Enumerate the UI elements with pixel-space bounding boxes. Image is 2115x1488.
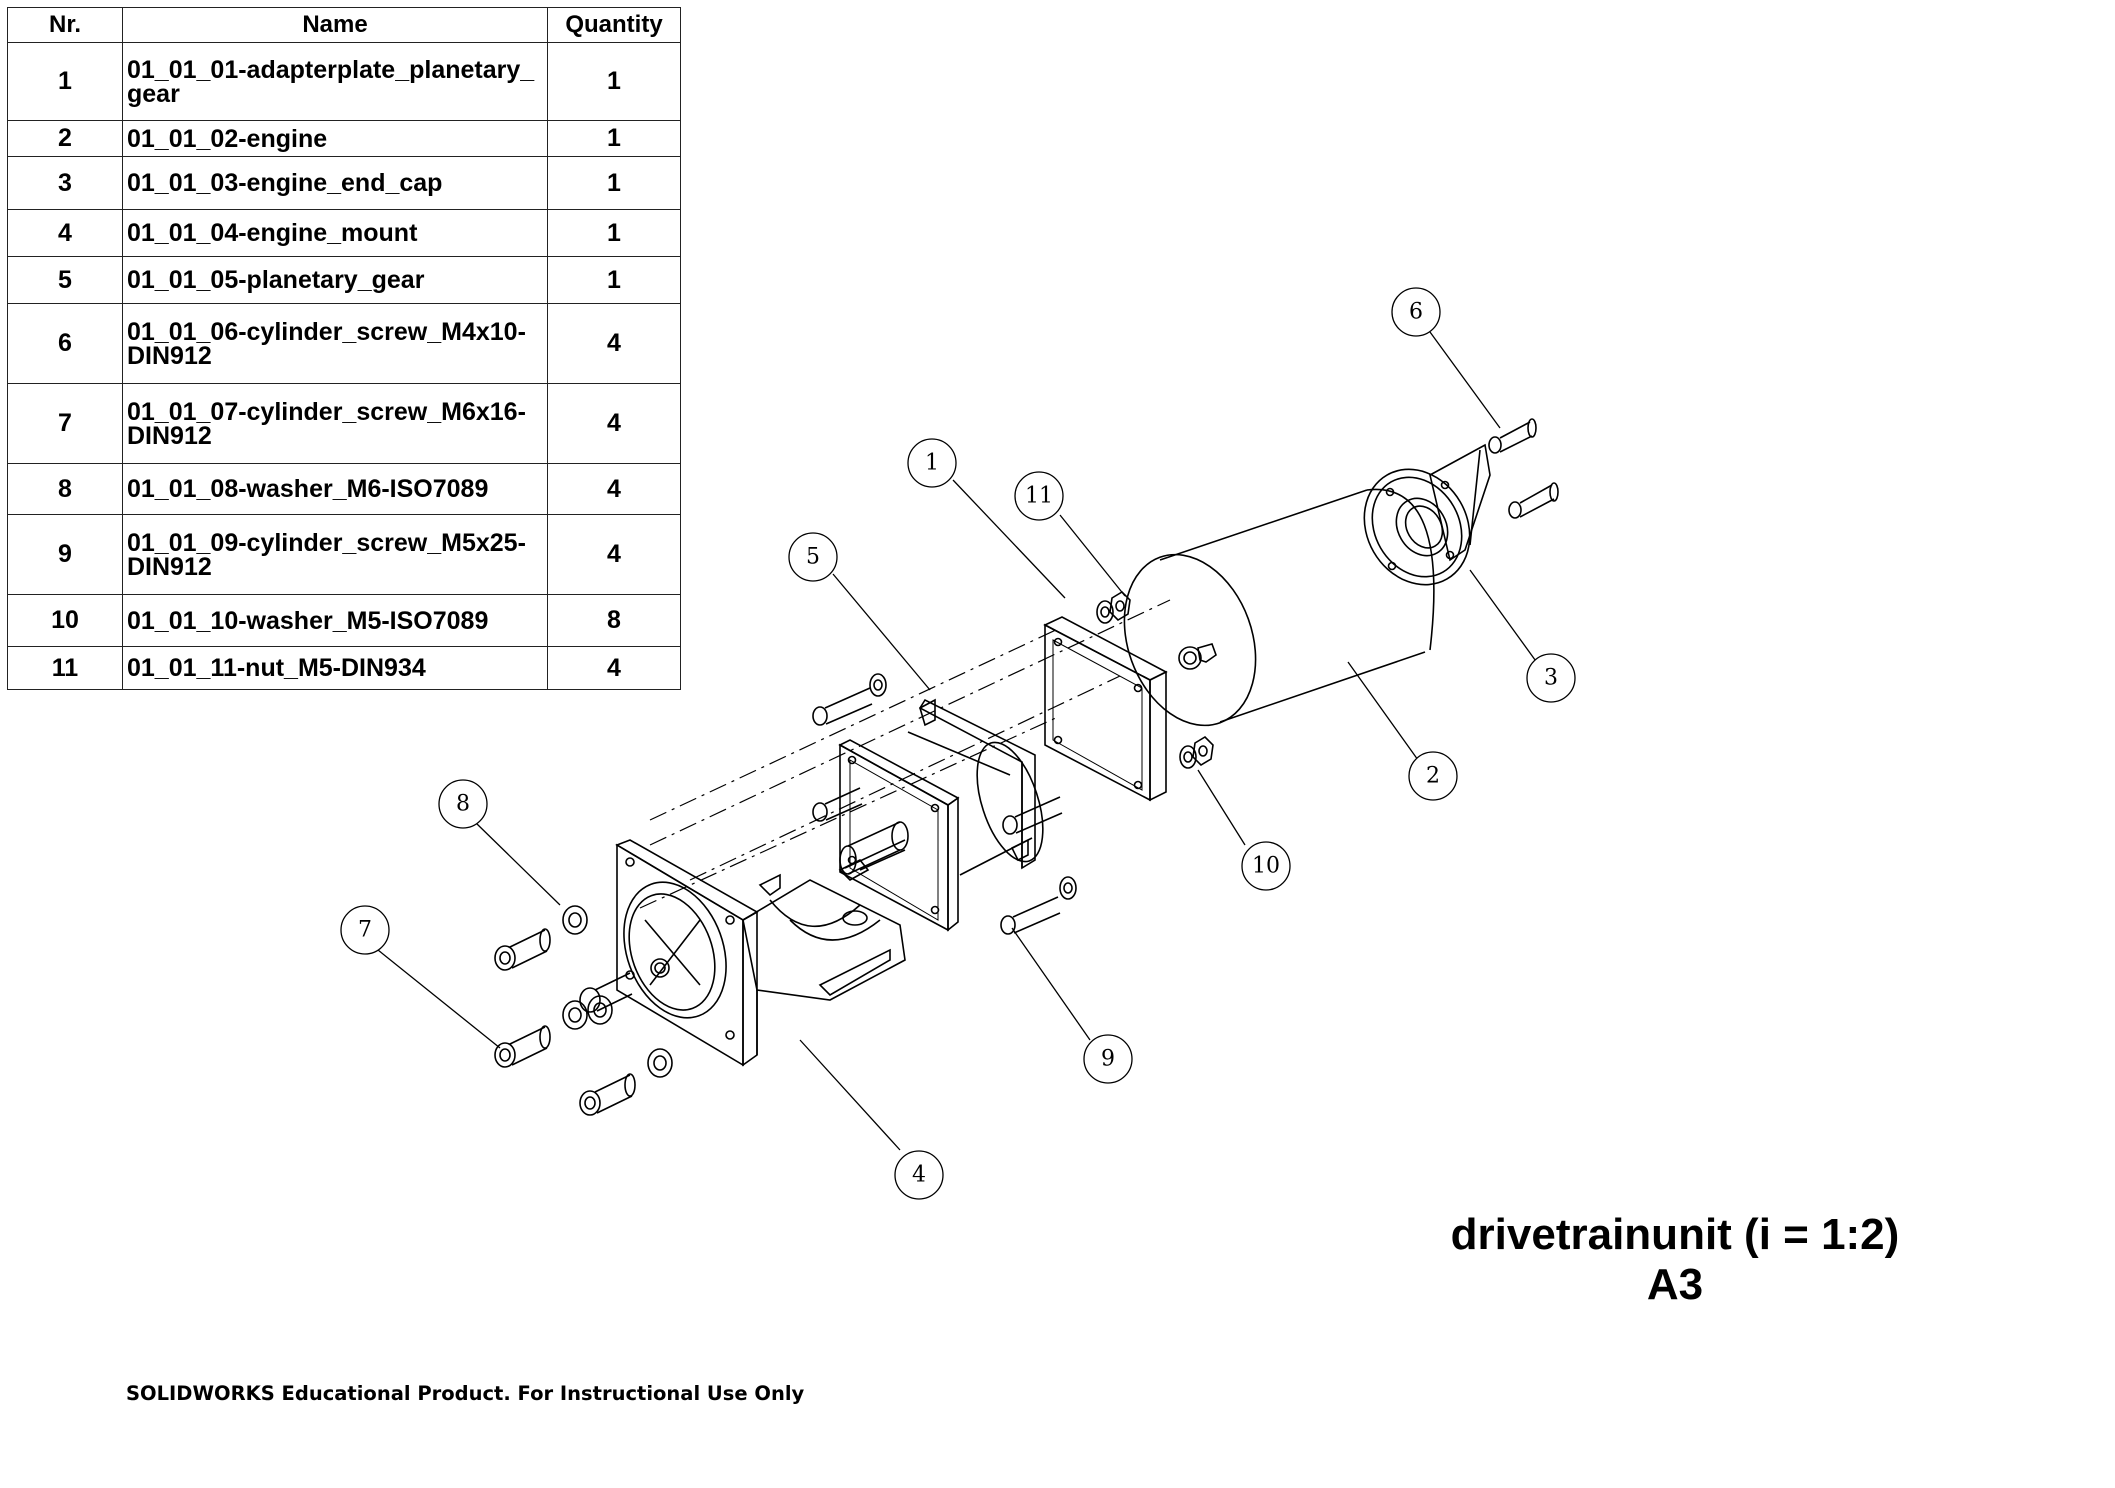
- bom-row: 7 01_01_07-cylinder_screw_M6x16-DIN912 4: [7, 383, 681, 464]
- cylinder-screw-m6-part: [494, 928, 636, 1116]
- bom-row: 10 01_01_10-washer_M5-ISO7089 8: [7, 594, 681, 647]
- adapterplate-part: [1043, 616, 1168, 802]
- bom-cell-quantity: 4: [547, 383, 681, 464]
- bom-cell-name: 01_01_09-cylinder_screw_M5x25-DIN912: [122, 514, 548, 595]
- washer-m5-part: [869, 600, 1197, 900]
- bom-cell-nr: 7: [7, 383, 123, 464]
- drawing-title: drivetrainunit (i = 1:2): [1450, 1210, 1900, 1259]
- drawing-title-block: drivetrainunit (i = 1:2) A3: [1380, 1210, 1970, 1310]
- bom-cell-quantity: 8: [547, 594, 681, 647]
- bom-row: 1 01_01_01-adapterplate_planetary_gear 1: [7, 42, 681, 121]
- bom-cell-name: 01_01_06-cylinder_screw_M4x10-DIN912: [122, 303, 548, 384]
- bom-cell-nr: 1: [7, 42, 123, 121]
- bom-row: 11 01_01_11-nut_M5-DIN934 4: [7, 646, 681, 690]
- balloon-1: 1: [925, 451, 939, 476]
- bom-header-row: Nr. Name Quantity: [7, 7, 681, 43]
- bom-cell-nr: 4: [7, 209, 123, 257]
- bom-row: 9 01_01_09-cylinder_screw_M5x25-DIN912 4: [7, 514, 681, 595]
- item-balloons: [340, 287, 1576, 1200]
- balloon-2: 2: [1426, 764, 1440, 789]
- bom-cell-quantity: 1: [547, 42, 681, 121]
- bom-cell-name: 01_01_05-planetary_gear: [122, 256, 548, 304]
- bom-row: 2 01_01_02-engine 1: [7, 120, 681, 157]
- bom-row: 3 01_01_03-engine_end_cap 1: [7, 156, 681, 210]
- balloon-3: 3: [1544, 666, 1558, 691]
- bom-cell-quantity: 1: [547, 256, 681, 304]
- bom-cell-nr: 2: [7, 120, 123, 157]
- bom-cell-name: 01_01_11-nut_M5-DIN934: [122, 646, 548, 690]
- bom-cell-nr: 6: [7, 303, 123, 384]
- balloon-8: 8: [456, 792, 470, 817]
- bom-cell-quantity: 4: [547, 303, 681, 384]
- fasteners: [494, 418, 1559, 1116]
- bom-cell-quantity: 1: [547, 156, 681, 210]
- bom-cell-quantity: 4: [547, 463, 681, 515]
- balloon-4: 4: [912, 1163, 926, 1188]
- washer-m6-part: [562, 905, 673, 1078]
- bom-cell-name: 01_01_04-engine_mount: [122, 209, 548, 257]
- bom-cell-name: 01_01_07-cylinder_screw_M6x16-DIN912: [122, 383, 548, 464]
- bom-header-name: Name: [122, 7, 548, 43]
- balloon-11: 11: [1025, 484, 1053, 509]
- balloon-10: 10: [1252, 854, 1280, 879]
- educational-watermark-text: SOLIDWORKS Educational Product. For Inst…: [126, 1382, 805, 1405]
- cylinder-screw-m5-part: [812, 687, 1063, 935]
- bom-cell-nr: 3: [7, 156, 123, 210]
- bom-cell-quantity: 4: [547, 646, 681, 690]
- balloon-5: 5: [806, 545, 820, 570]
- bom-cell-name: 01_01_01-adapterplate_planetary_gear: [122, 42, 548, 121]
- bom-row: 5 01_01_05-planetary_gear 1: [7, 256, 681, 304]
- bom-cell-nr: 9: [7, 514, 123, 595]
- bill-of-materials-table: Nr. Name Quantity 1 01_01_01-adapterplat…: [7, 7, 681, 690]
- bom-header-nr: Nr.: [7, 7, 123, 43]
- bom-cell-quantity: 1: [547, 120, 681, 157]
- engine-mount-part: [615, 839, 906, 1067]
- bom-cell-name: 01_01_02-engine: [122, 120, 548, 157]
- sheet-size: A3: [1646, 1260, 1704, 1309]
- balloon-9: 9: [1101, 1047, 1115, 1072]
- bom-cell-name: 01_01_03-engine_end_cap: [122, 156, 548, 210]
- bom-row: 4 01_01_04-engine_mount 1: [7, 209, 681, 257]
- bom-cell-nr: 5: [7, 256, 123, 304]
- bom-cell-nr: 10: [7, 594, 123, 647]
- bom-cell-nr: 8: [7, 463, 123, 515]
- bom-cell-quantity: 1: [547, 209, 681, 257]
- balloon-6: 6: [1409, 300, 1423, 325]
- bom-cell-quantity: 4: [547, 514, 681, 595]
- engine-end-cap-part: [1363, 443, 1491, 586]
- engine-part: [1123, 488, 1435, 727]
- cylinder-screw-m4-part: [1488, 418, 1559, 519]
- assembly-centerlines: [639, 599, 1171, 909]
- nut-m5-part: [1109, 590, 1214, 767]
- bom-row: 6 01_01_06-cylinder_screw_M4x10-DIN912 4: [7, 303, 681, 384]
- bom-header-quantity: Quantity: [547, 7, 681, 43]
- planetary-gear-part: [838, 698, 1044, 932]
- bom-cell-nr: 11: [7, 646, 123, 690]
- bom-cell-name: 01_01_10-washer_M5-ISO7089: [122, 594, 548, 647]
- bom-row: 8 01_01_08-washer_M6-ISO7089 4: [7, 463, 681, 515]
- bom-cell-name: 01_01_08-washer_M6-ISO7089: [122, 463, 548, 515]
- balloon-7: 7: [358, 918, 372, 943]
